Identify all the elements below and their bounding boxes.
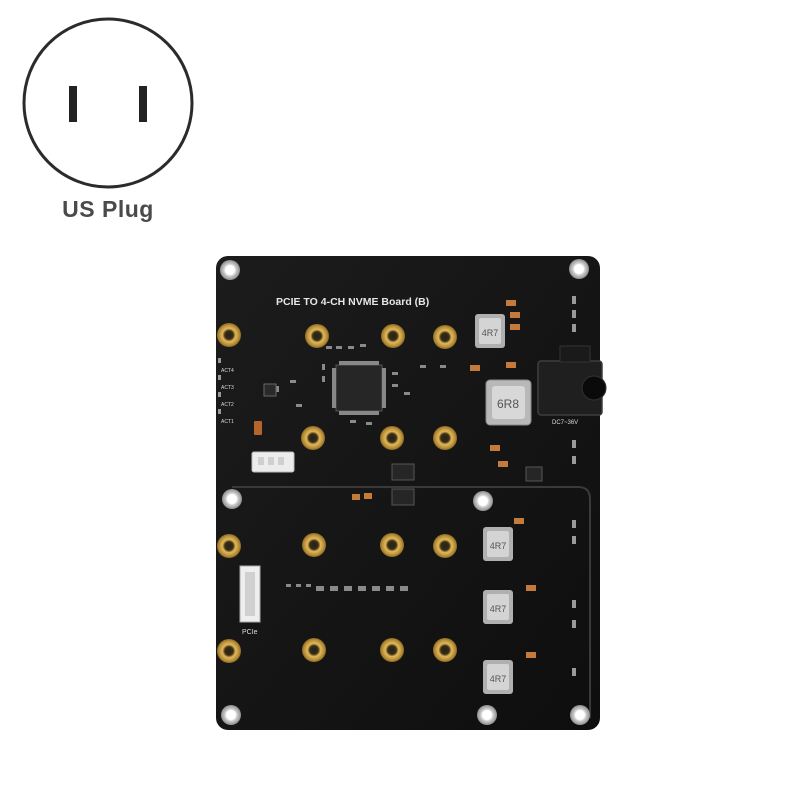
inductor-small: 4R7 (483, 660, 513, 694)
mounting-hole (570, 705, 590, 725)
pcie-ffc-connector (239, 565, 261, 623)
controller-chip (332, 361, 386, 415)
led-label: ACT1 (221, 419, 234, 425)
ic-small (391, 463, 415, 481)
mounting-hole (221, 705, 241, 725)
gold-pad (217, 534, 241, 558)
gold-pad (433, 426, 457, 450)
gold-pad (381, 324, 405, 348)
mounting-hole (477, 705, 497, 725)
us-plug-icon (22, 17, 194, 189)
tantalum-cap (254, 421, 262, 435)
led-label: ACT4 (221, 368, 234, 374)
gold-pad (305, 324, 329, 348)
inductor-small: 4R7 (483, 527, 513, 561)
gold-pad (217, 323, 241, 347)
small-ic (263, 383, 277, 397)
mounting-hole (222, 489, 242, 509)
inductor-small: 4R7 (475, 314, 505, 348)
resistor-row (286, 584, 408, 591)
mounting-holes (220, 259, 590, 725)
gold-pad (301, 426, 325, 450)
gold-pad (433, 638, 457, 662)
plug-outline (22, 17, 194, 189)
gold-pad (380, 426, 404, 450)
mounting-hole (473, 491, 493, 511)
inductor-large: 6R8 (485, 379, 532, 426)
inductor-small-label: 4R7 (482, 328, 499, 338)
inductor-small: 4R7 (483, 590, 513, 624)
gold-pad (433, 325, 457, 349)
gold-pad (380, 638, 404, 662)
dc-power-jack (537, 345, 607, 416)
us-plug-badge: US Plug (0, 0, 200, 240)
inductor-large-label: 6R8 (497, 397, 519, 411)
gold-pad (217, 639, 241, 663)
inductor-small-label: 4R7 (490, 541, 507, 551)
led-indicators: ACT4 ACT3 ACT2 ACT1 (218, 358, 234, 425)
ic-small (525, 466, 543, 482)
section-outline (232, 486, 591, 718)
led-label: ACT3 (221, 385, 234, 391)
led-label: ACT2 (221, 402, 234, 408)
smd-components (276, 344, 446, 425)
gold-pad (302, 533, 326, 557)
plug-prong-right (139, 86, 147, 122)
plug-prong-left (69, 86, 77, 122)
power-label: DC7~36V (552, 420, 578, 426)
pcie-label: PCIe (242, 629, 258, 636)
plug-label: US Plug (62, 196, 154, 222)
jst-connector (251, 451, 295, 473)
mounting-hole (220, 260, 240, 280)
board-title: PCIE TO 4-CH NVME Board (B) (276, 296, 429, 308)
gold-pad (433, 534, 457, 558)
orange-caps (352, 300, 536, 658)
right-column-parts (572, 296, 576, 676)
mounting-hole (569, 259, 589, 279)
ic-small (391, 488, 415, 506)
inductor-small-label: 4R7 (490, 604, 507, 614)
inductor-small-label: 4R7 (490, 674, 507, 684)
gold-pad (302, 638, 326, 662)
gold-pads (217, 323, 457, 663)
gold-pad (380, 533, 404, 557)
